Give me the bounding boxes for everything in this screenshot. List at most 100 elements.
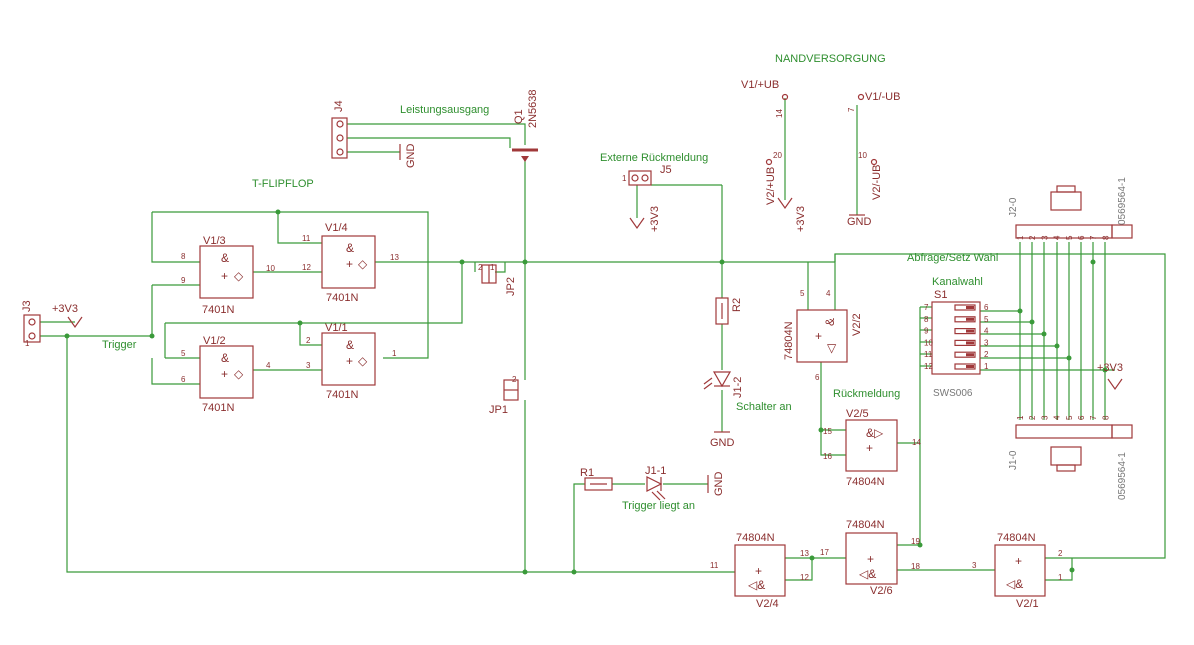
gnd-supply: GND xyxy=(847,216,872,228)
dip-switch-knob xyxy=(966,306,974,309)
v2-2-name: V2/2 xyxy=(851,313,863,336)
dip-s1-name: S1 xyxy=(934,289,947,301)
led-j1-1: J1-1 GND xyxy=(645,465,725,501)
dip-left-pin: 9 xyxy=(924,327,929,336)
led-j1-2-name: J1-2 xyxy=(732,377,744,398)
dip-s1-value: SWS006 xyxy=(933,388,973,399)
dip-right-pin: 3 xyxy=(984,338,989,347)
j1-0-name: J1-0 xyxy=(1008,450,1019,470)
svg-text:◇: ◇ xyxy=(358,354,368,368)
svg-text:+: + xyxy=(221,269,228,283)
dip-switch-knob xyxy=(966,365,974,368)
connector-pin-number: 1 xyxy=(1016,415,1025,420)
junctions xyxy=(64,209,1108,575)
label-nandversorgung: NANDVERSORGUNG xyxy=(775,53,886,65)
connector-pin-number: 1 xyxy=(1016,235,1025,240)
v2-6-name: V2/6 xyxy=(870,585,893,597)
v1-4-name: V1/4 xyxy=(325,222,348,234)
svg-text:15: 15 xyxy=(823,427,832,436)
dip-left-pin: 12 xyxy=(924,362,933,371)
dip-switch-lever xyxy=(954,328,976,335)
resistor-r2: R2 xyxy=(715,297,743,325)
svg-text:2: 2 xyxy=(1058,549,1063,558)
dip-switch-knob xyxy=(966,317,974,321)
dip-switch-lever xyxy=(954,339,976,346)
connector-pin-number: 2 xyxy=(1028,235,1037,240)
svg-text:1: 1 xyxy=(490,263,495,272)
dip-switch-lever xyxy=(954,363,976,370)
svg-text:11: 11 xyxy=(710,561,719,570)
connector-pin-number: 6 xyxy=(1077,235,1086,240)
svg-text:16: 16 xyxy=(823,452,832,461)
svg-text:▽: ▽ xyxy=(827,341,837,355)
svg-text:&: & xyxy=(823,318,837,326)
svg-text:◁&: ◁& xyxy=(748,578,765,592)
dip-switch-lever xyxy=(954,351,976,358)
svg-text:+: + xyxy=(346,354,353,368)
connector-j3: 1 J3 +3V3 xyxy=(21,300,83,348)
dip-left-pin: 7 xyxy=(924,303,929,312)
dip-switch-knob xyxy=(966,353,974,357)
gate-v2-4: + ◁& 74804N V2/4 11 13 12 xyxy=(710,532,809,610)
svg-text:◇: ◇ xyxy=(358,257,368,271)
v1-1-value: 7401N xyxy=(326,389,358,401)
v2-4-name: V2/4 xyxy=(756,598,779,610)
svg-text:+: + xyxy=(346,257,353,271)
svg-text:◁&: ◁& xyxy=(1006,577,1023,591)
v2-5-name: V2/5 xyxy=(846,408,869,420)
svg-text:+: + xyxy=(755,564,762,578)
dip-left-pin: 10 xyxy=(924,338,933,347)
wires xyxy=(40,98,1166,581)
v1-pin14: 14 xyxy=(775,109,784,118)
connector-pin-number: 4 xyxy=(1053,415,1062,420)
led-j1-1-name: J1-1 xyxy=(645,465,666,477)
label-kanalwahl: Kanalwahl xyxy=(932,276,983,288)
svg-text:9: 9 xyxy=(181,276,186,285)
dip-switch-lever xyxy=(954,304,976,311)
v1-2-value: 7401N xyxy=(202,402,234,414)
connector-pin-number: 8 xyxy=(1101,415,1110,420)
plus3v3-j5: +3V3 xyxy=(649,206,661,232)
dip-switch-knob xyxy=(966,329,974,333)
dip-left-pin: 11 xyxy=(924,350,933,359)
connector-pin-number: 3 xyxy=(1040,415,1049,420)
svg-text:6: 6 xyxy=(181,375,186,384)
gate-v1-1: & + ◇ V1/1 7401N 2 3 1 xyxy=(306,322,397,401)
svg-text:4: 4 xyxy=(266,361,271,370)
label-trigger-liegt-an: Trigger liegt an xyxy=(622,500,695,512)
connector-pin-number: 6 xyxy=(1077,415,1086,420)
svg-text:1: 1 xyxy=(1058,573,1063,582)
svg-text:&: & xyxy=(346,241,354,255)
r1-name: R1 xyxy=(580,467,594,479)
v1-1-name: V1/1 xyxy=(325,322,348,334)
connector-pin-number: 3 xyxy=(1040,235,1049,240)
r2-name: R2 xyxy=(731,298,743,312)
connector-pin-number: 8 xyxy=(1101,235,1110,240)
transistor-q1: Q1 2N5638 xyxy=(512,89,539,162)
dip-right-pin: 4 xyxy=(984,327,989,336)
svg-text:&: & xyxy=(221,251,229,265)
gate-v1-2: & + ◇ V1/2 7401N 5 6 4 xyxy=(181,335,271,414)
svg-text:10: 10 xyxy=(266,264,275,273)
svg-text:12: 12 xyxy=(800,573,809,582)
jp1-name: JP1 xyxy=(489,404,508,416)
svg-text:11: 11 xyxy=(302,234,311,243)
resistor-r1: R1 xyxy=(580,467,613,491)
connector-pin-number: 7 xyxy=(1089,235,1098,240)
j5-pin1: 1 xyxy=(622,174,627,183)
gate-v1-3: & + ◇ V1/3 7401N 8 9 10 xyxy=(181,235,275,316)
led-j1-2: J1-2 GND xyxy=(703,371,744,449)
svg-text:◁&: ◁& xyxy=(859,567,876,581)
v2-pin20: 20 xyxy=(773,151,782,160)
connector-j5: 1 J5 +3V3 xyxy=(622,164,672,232)
svg-text:+: + xyxy=(221,367,228,381)
label-rueckmeldung: Rückmeldung xyxy=(833,388,900,400)
svg-text:19: 19 xyxy=(911,537,920,546)
svg-text:6: 6 xyxy=(815,373,820,382)
v2-1-name: V2/1 xyxy=(1016,598,1039,610)
svg-text:&▷: &▷ xyxy=(866,426,884,440)
svg-text:18: 18 xyxy=(911,562,920,571)
j2-0-name: J2-0 xyxy=(1008,197,1019,217)
